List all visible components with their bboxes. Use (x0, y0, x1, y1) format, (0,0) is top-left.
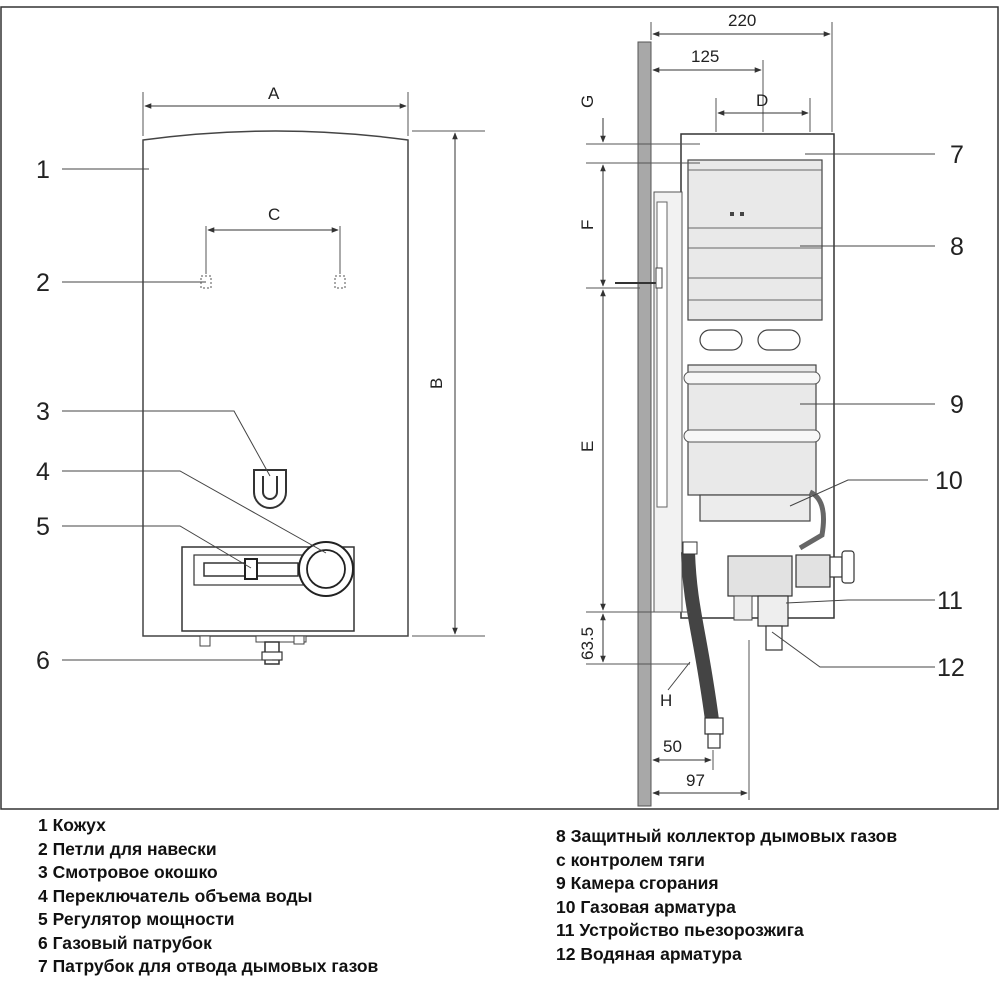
wall (637, 41, 652, 807)
dimension-c-label: C (268, 205, 280, 224)
legend-item: 10 Газовая арматура (556, 896, 736, 917)
legend-item: 7 Патрубок для отвода дымовых газов (38, 956, 379, 976)
dimension-a-label: A (268, 84, 280, 103)
callout-6: 6 (36, 647, 50, 675)
legend-item: 11 Устройство пьезорозжига (556, 920, 804, 940)
dimension-h-label: H (660, 691, 672, 710)
callout-12: 12 (937, 654, 965, 682)
callout-10: 10 (935, 467, 963, 495)
legend-item: 4 Переключатель объема воды (38, 885, 313, 906)
callout-2: 2 (36, 269, 50, 297)
callout-7: 7 (950, 141, 964, 169)
flue-collector (687, 159, 823, 321)
casing (142, 130, 409, 637)
piezo-igniter (727, 555, 793, 597)
power-regulator-knob (244, 558, 258, 580)
dimension-d-label: D (756, 91, 768, 110)
dimension-b-label: B (427, 378, 446, 389)
hanging-loop-right (334, 275, 346, 289)
legend-item: 9 Камера сгорания (556, 873, 719, 893)
callout-9: 9 (950, 391, 964, 419)
legend-item: 6 Газовый патрубок (38, 932, 212, 953)
dimension-e-label: E (578, 441, 597, 452)
dimension-97-label: 97 (686, 771, 705, 790)
callout-1: 1 (36, 156, 50, 184)
legend-item: 5 Регулятор мощности (38, 909, 235, 929)
callout-4: 4 (36, 458, 50, 486)
callout-11: 11 (937, 587, 963, 615)
legend-item: 3 Смотровое окошко (38, 862, 218, 882)
drawing-frame (0, 6, 999, 810)
callout-3: 3 (36, 398, 50, 426)
legend-item: 8 Защитный коллектор дымовых газов (556, 826, 898, 846)
legend-item: 2 Петли для навески (38, 838, 217, 859)
dimension-g-label: G (578, 95, 597, 108)
dimension-125-label: 125 (691, 47, 719, 66)
gas-valve (699, 494, 811, 522)
front-view (62, 92, 485, 665)
callout-5: 5 (36, 513, 50, 541)
legend-right: 8 Защитный коллектор дымовых газов с кон… (556, 825, 897, 966)
legend-item: 12 Водяная арматура (556, 943, 742, 964)
dimension-63-5-label: 63.5 (578, 627, 597, 660)
legend-left: 1 Кожух 2 Петли для навески 3 Смотровое … (38, 814, 378, 979)
dimension-50-label: 50 (663, 737, 682, 756)
legend-item: с контролем тяги (556, 849, 705, 870)
dimension-f-label: F (578, 220, 597, 230)
water-valve (757, 595, 789, 627)
dimension-220-label: 220 (728, 11, 756, 30)
callout-8: 8 (950, 233, 964, 261)
legend-item: 1 Кожух (38, 815, 106, 835)
side-view (586, 22, 935, 807)
